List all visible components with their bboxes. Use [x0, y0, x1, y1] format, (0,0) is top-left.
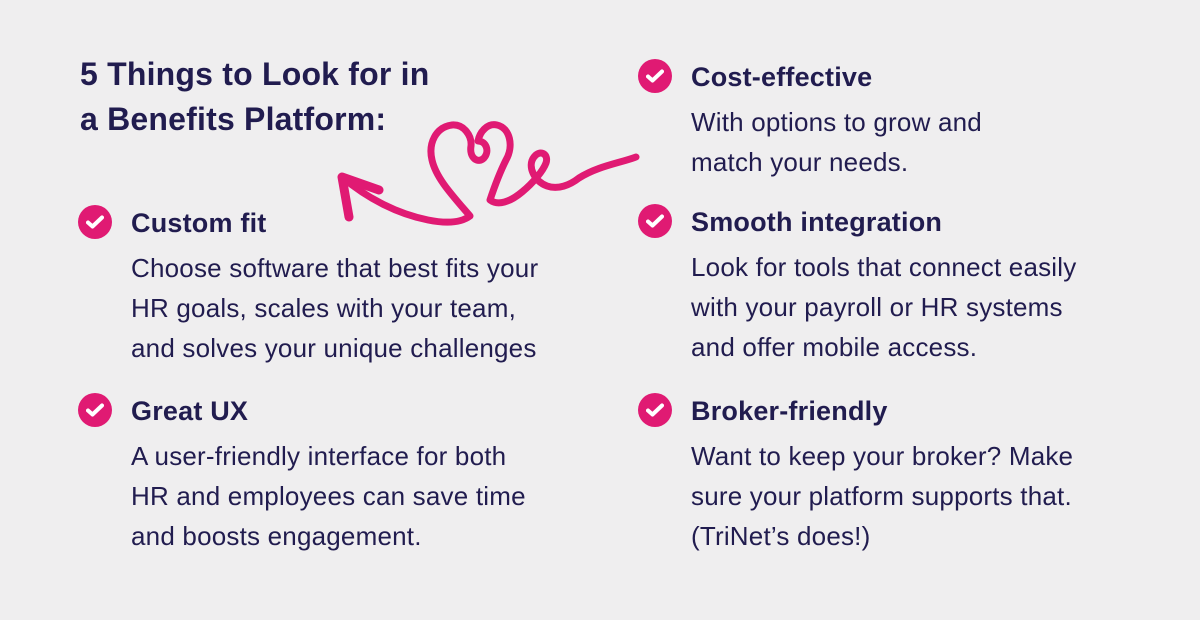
page-title: 5 Things to Look for in a Benefits Platf… — [80, 56, 430, 137]
check-circle-icon — [638, 204, 672, 238]
checklist-item-broker-friendly: Broker-friendly Want to keep your broker… — [638, 393, 1158, 556]
checklist-item-great-ux: Great UX A user-friendly interface for b… — [78, 393, 578, 556]
checklist-item-content: Broker-friendly Want to keep your broker… — [691, 394, 1073, 556]
check-circle-icon — [78, 205, 112, 239]
checklist-item-heading: Smooth integration — [691, 207, 943, 237]
checklist-item-content: Smooth integration Look for tools that c… — [691, 205, 1076, 367]
checklist-item-custom-fit: Custom fit Choose software that best fit… — [78, 205, 578, 368]
checklist-item-heading: Cost-effective — [691, 62, 873, 92]
check-circle-icon — [638, 393, 672, 427]
checklist-item-heading: Broker-friendly — [691, 396, 888, 426]
checklist-item-heading: Custom fit — [131, 208, 267, 238]
checklist-item-body: Look for tools that connect easily with … — [691, 252, 1077, 362]
checklist-item-body: A user-friendly interface for both HR an… — [131, 441, 526, 551]
checklist-item-content: Cost-effective With options to grow and … — [691, 60, 982, 182]
checklist-item-cost-effective: Cost-effective With options to grow and … — [638, 59, 1158, 182]
checklist-item-smooth-integration: Smooth integration Look for tools that c… — [638, 204, 1158, 367]
checklist-item-content: Custom fit Choose software that best fit… — [131, 206, 538, 368]
checklist-item-content: Great UX A user-friendly interface for b… — [131, 394, 526, 556]
checklist-item-body: Choose software that best fits your HR g… — [131, 253, 539, 363]
check-circle-icon — [638, 59, 672, 93]
checklist-item-body: Want to keep your broker? Make sure your… — [691, 441, 1074, 551]
check-circle-icon — [78, 393, 112, 427]
checklist-item-body: With options to grow and match your need… — [691, 107, 982, 177]
checklist-item-heading: Great UX — [131, 396, 249, 426]
